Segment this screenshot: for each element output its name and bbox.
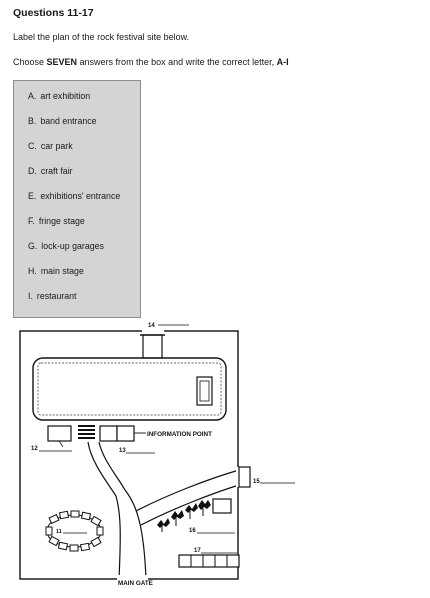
box-14 (142, 334, 163, 359)
instruction-line-2-range: A-I (276, 57, 289, 67)
option-letter: D. (28, 166, 37, 176)
box-15 (238, 466, 251, 488)
label-main-gate: MAIN GATE (118, 580, 153, 587)
question-heading: Questions 11-17 (13, 7, 94, 19)
option-letter: I. (28, 291, 33, 301)
instruction-line-2: Choose SEVEN answers from the box and wr… (13, 57, 289, 67)
option-text: band entrance (40, 116, 97, 126)
option-text: lock-up garages (41, 241, 104, 251)
building-12 (47, 425, 72, 442)
road-left-branch-inner (98, 441, 126, 491)
road-east-branch-top (135, 469, 240, 512)
option-letter: A. (28, 91, 37, 101)
option-d: D.craft fair (28, 166, 73, 176)
road-east-branch-bottom (140, 484, 240, 526)
option-g: G.lock-up garages (28, 241, 104, 251)
site-plan-drawing: 14 INFORMATION POINT 12 (19, 323, 295, 587)
option-text: craft fair (40, 166, 73, 176)
stage-area (32, 357, 227, 421)
option-text: exhibitions' entrance (40, 191, 121, 201)
option-text: art exhibition (40, 91, 91, 101)
option-e: E.exhibitions' entrance (28, 191, 120, 201)
label-13: 13 (119, 448, 126, 454)
information-point-right (116, 425, 135, 442)
option-text: main stage (40, 266, 84, 276)
option-i: I.restaurant (28, 291, 77, 301)
option-a: A.art exhibition (28, 91, 90, 101)
option-f: F.fringe stage (28, 216, 85, 226)
option-b: B.band entrance (28, 116, 97, 126)
festival-site-plan: 14 INFORMATION POINT 12 (15, 320, 301, 590)
instruction-line-1: Label the plan of the rock festival site… (13, 32, 190, 42)
label-16: 16 (189, 528, 196, 534)
information-point-left (99, 425, 118, 442)
striped-block (78, 425, 95, 439)
main-gate-gap (117, 575, 148, 583)
trees-icon (157, 500, 211, 532)
option-letter: F. (28, 216, 35, 226)
stage-area-inner (37, 362, 222, 416)
option-text: fringe stage (38, 216, 85, 226)
option-text: car park (40, 141, 73, 151)
option-letter: B. (28, 116, 37, 126)
label-15: 15 (253, 479, 260, 485)
instruction-line-2-bold: SEVEN (46, 57, 78, 67)
option-letter: C. (28, 141, 37, 151)
instruction-line-2-before: Choose (13, 57, 47, 67)
options-box: A.art exhibition B.band entrance C.car p… (13, 80, 141, 318)
road-main-right-edge (124, 489, 147, 580)
label-12: 12 (31, 446, 38, 452)
option-letter: E. (28, 191, 37, 201)
option-text: restaurant (36, 291, 77, 301)
road-left-branch (87, 441, 117, 497)
stall-boxes (45, 510, 104, 552)
box-16 (212, 498, 232, 514)
option-letter: G. (28, 241, 38, 251)
label-11: 11 (56, 529, 62, 535)
north-gate-gap (142, 327, 164, 335)
garages-17 (178, 554, 240, 568)
pointer-12 (58, 440, 64, 448)
option-c: C.car park (28, 141, 73, 151)
label-17: 17 (194, 548, 201, 554)
instruction-line-2-after: answers from the box and write the corre… (77, 57, 277, 67)
stage-block (196, 376, 213, 406)
option-letter: H. (28, 266, 37, 276)
label-14: 14 (148, 323, 155, 329)
option-h: H.main stage (28, 266, 84, 276)
road-main-left-edge (115, 495, 121, 580)
label-information-point: INFORMATION POINT (147, 431, 212, 438)
stage-block-inner (199, 380, 210, 402)
